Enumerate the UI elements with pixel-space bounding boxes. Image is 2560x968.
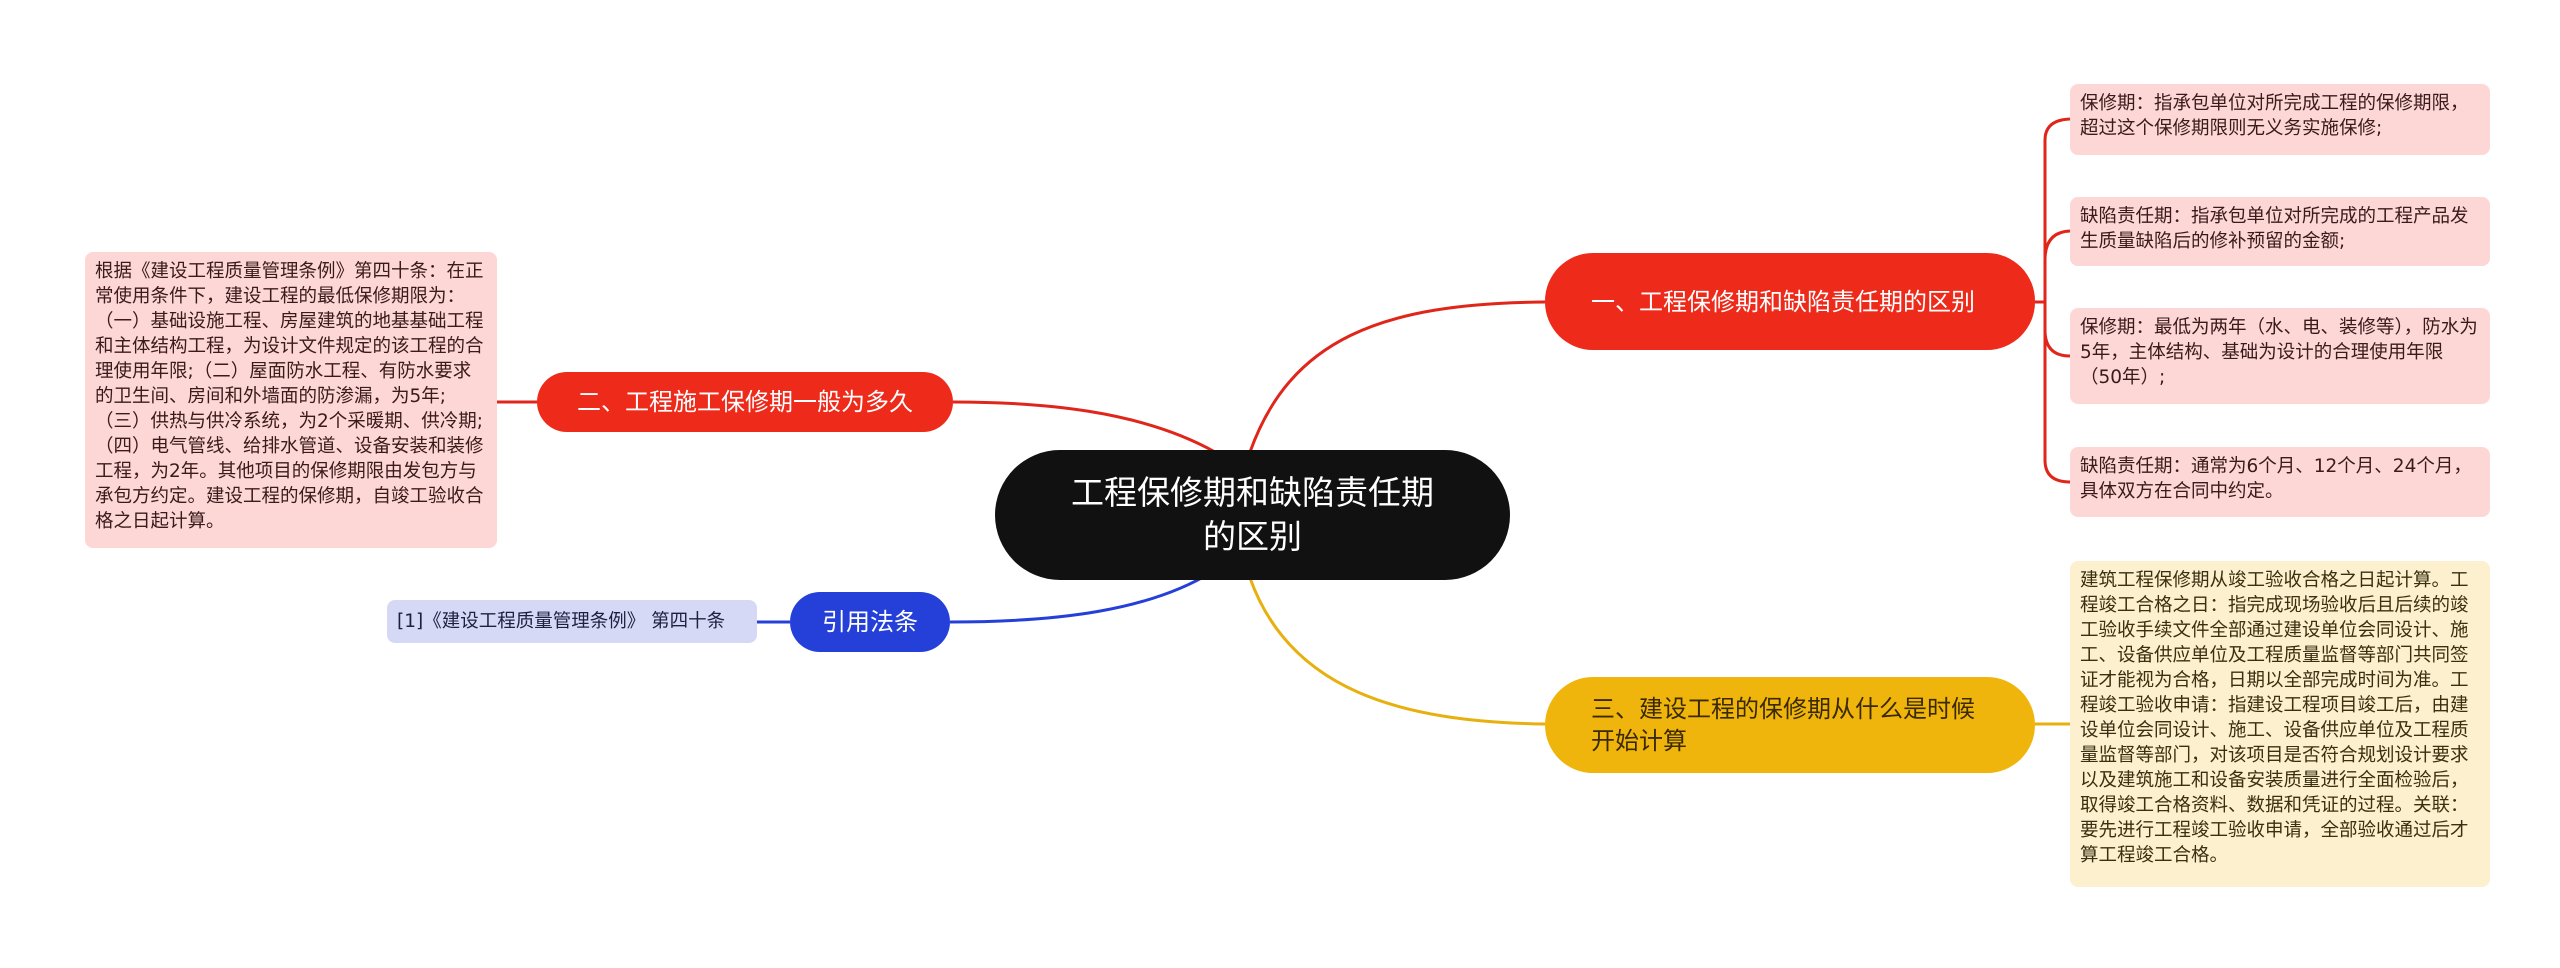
link-branch1-leaf1 <box>2043 117 2071 302</box>
leaf-defect-definition[interactable]: 缺陷责任期：指承包单位对所完成的工程产品发生质量缺陷后的修补预留的金额; <box>2070 197 2490 266</box>
leaf-citation-reference[interactable]: [1]《建设工程质量管理条例》 第四十条 <box>387 600 757 643</box>
link-branch1-leaf3 <box>2043 302 2071 358</box>
branch-start-date[interactable]: 三、建设工程的保修期从什么是时候开始计算 <box>1545 677 2035 773</box>
leaf-defect-duration[interactable]: 缺陷责任期：通常为6个月、12个月、24个月，具体双方在合同中约定。 <box>2070 447 2490 517</box>
leaf-start-date-detail[interactable]: 建筑工程保修期从竣工验收合格之日起计算。工程竣工合格之日：指完成现场验收后且后续… <box>2070 561 2490 887</box>
branch-start-date-label: 三、建设工程的保修期从什么是时候开始计算 <box>1591 695 1975 755</box>
leaf-text: [1]《建设工程质量管理条例》 第四十条 <box>397 611 726 632</box>
leaf-text: 建筑工程保修期从竣工验收合格之日起计算。工程竣工合格之日：指完成现场验收后且后续… <box>2080 570 2469 866</box>
branch-citation[interactable]: 引用法条 <box>790 592 950 652</box>
root-topic[interactable]: 工程保修期和缺陷责任期的区别 <box>995 450 1510 580</box>
branch-citation-label: 引用法条 <box>822 608 918 636</box>
link-branch1-leaf2 <box>2043 229 2071 261</box>
leaf-warranty-duration[interactable]: 保修期：最低为两年（水、电、装修等），防水为5年，主体结构、基础为设计的合理使用… <box>2070 308 2490 404</box>
link-root-branch1 <box>1248 300 1546 453</box>
branch-warranty-length[interactable]: 二、工程施工保修期一般为多久 <box>537 372 953 432</box>
link-branch1-leaf4 <box>2043 302 2071 484</box>
leaf-text: 缺陷责任期：通常为6个月、12个月、24个月，具体双方在合同中约定。 <box>2080 456 2472 502</box>
leaf-text: 保修期：最低为两年（水、电、装修等），防水为5年，主体结构、基础为设计的合理使用… <box>2080 317 2478 388</box>
link-root-branch3 <box>1248 577 1546 726</box>
leaf-warranty-definition[interactable]: 保修期：指承包单位对所完成工程的保修期限，超过这个保修期限则无义务实施保修; <box>2070 84 2490 155</box>
branch-difference[interactable]: 一、工程保修期和缺陷责任期的区别 <box>1545 253 2035 350</box>
branch-warranty-length-label: 二、工程施工保修期一般为多久 <box>577 388 913 416</box>
link-root-cite <box>949 570 1213 624</box>
link-root-branch2 <box>952 400 1216 454</box>
branch-difference-label: 一、工程保修期和缺陷责任期的区别 <box>1591 287 1975 316</box>
leaf-text: 缺陷责任期：指承包单位对所完成的工程产品发生质量缺陷后的修补预留的金额; <box>2080 206 2469 252</box>
leaf-text: 保修期：指承包单位对所完成工程的保修期限，超过这个保修期限则无义务实施保修; <box>2080 93 2469 139</box>
leaf-regulation-article[interactable]: 根据《建设工程质量管理条例》第四十条：在正常使用条件下，建设工程的最低保修期限为… <box>85 252 497 548</box>
root-topic-label: 工程保修期和缺陷责任期的区别 <box>1071 473 1434 556</box>
leaf-text: 根据《建设工程质量管理条例》第四十条：在正常使用条件下，建设工程的最低保修期限为… <box>95 261 484 532</box>
